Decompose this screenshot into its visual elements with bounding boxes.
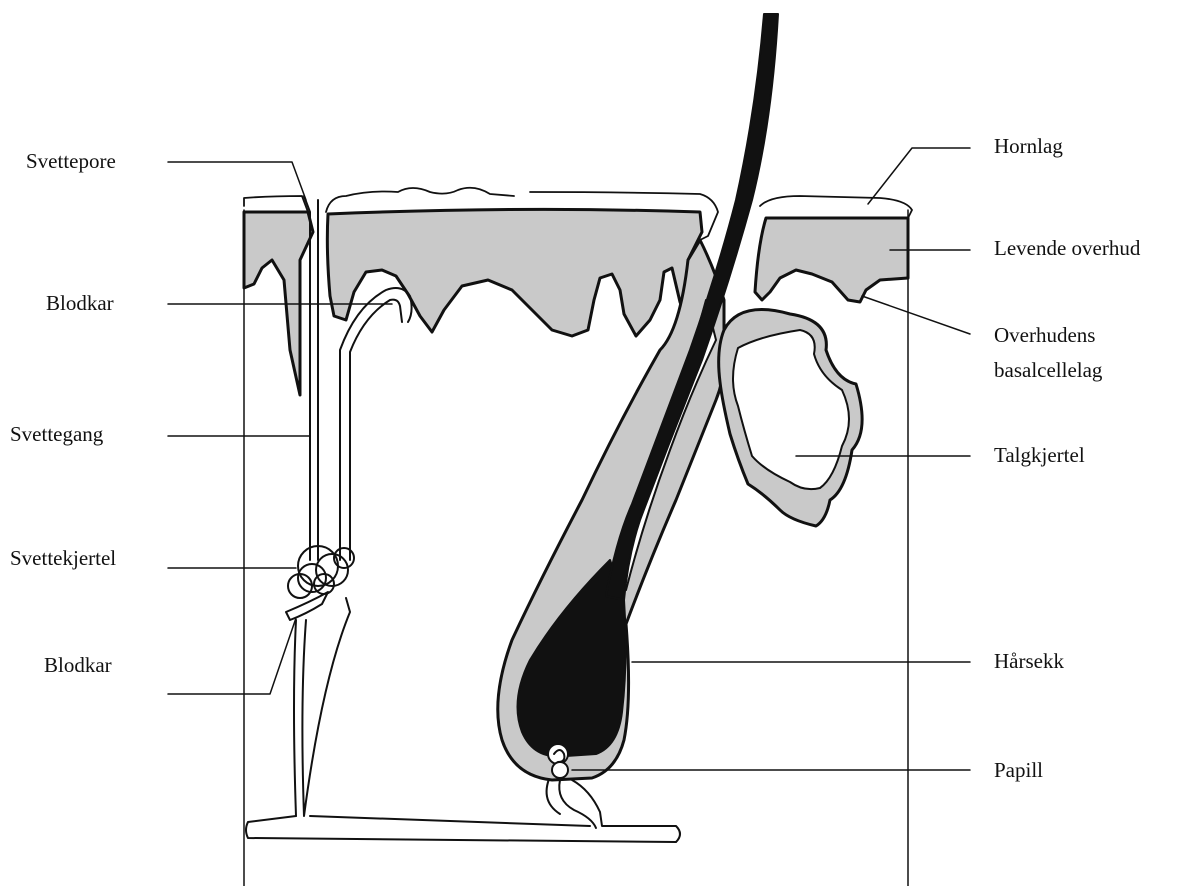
label-svettekjertel: Svettekjertel (10, 545, 116, 571)
deep-blood-vessel (246, 780, 680, 842)
label-overhudens: Overhudens (994, 322, 1095, 348)
label-blodkar-bottom: Blodkar (44, 652, 112, 678)
label-basalcellelag: basalcellelag (994, 357, 1102, 383)
leader-overhudens (862, 296, 970, 334)
label-harsekk: Hårsekk (994, 648, 1064, 674)
label-papill: Papill (994, 757, 1043, 783)
epidermis-middle (327, 209, 702, 336)
label-blodkar-top: Blodkar (46, 290, 114, 316)
leader-blodkar-bottom (168, 618, 296, 694)
label-talgkjertel: Talgkjertel (994, 442, 1085, 468)
label-svettegang: Svettegang (10, 421, 103, 447)
sweat-gland-coil (288, 546, 354, 598)
lower-vessel (286, 592, 350, 816)
leader-svettepore (168, 162, 306, 200)
label-levende-overhud: Levende overhud (994, 235, 1140, 261)
leader-hornlag (868, 148, 970, 204)
capillary-loop (340, 288, 412, 560)
label-hornlag: Hornlag (994, 133, 1063, 159)
label-svettepore: Svettepore (26, 148, 116, 174)
epidermis-right (755, 218, 908, 302)
